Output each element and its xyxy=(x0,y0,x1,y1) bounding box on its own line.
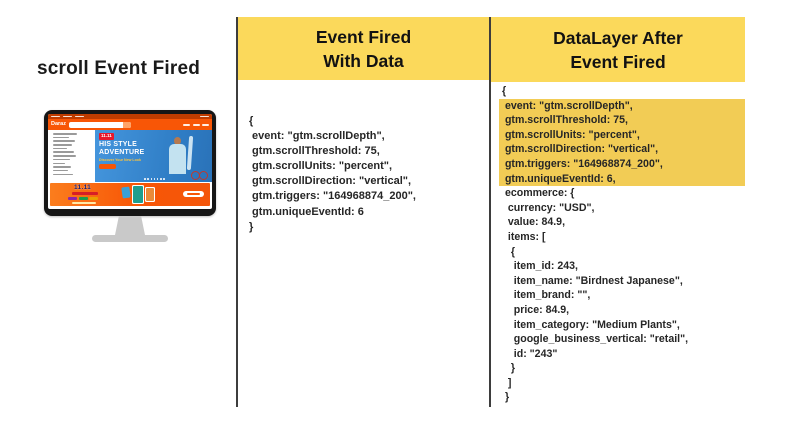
monitor-mockup: Daraz xyxy=(44,110,216,242)
code-line: item_category: "Medium Plants", xyxy=(502,318,680,331)
column-divider xyxy=(236,17,238,407)
code-line: } xyxy=(502,391,510,404)
code-line: gtm.scrollDirection: "vertical", xyxy=(249,175,412,188)
carousel-dots xyxy=(144,178,165,180)
code-line: gtm.scrollUnits: "percent", xyxy=(499,127,745,143)
code-line: event: "gtm.scrollDepth", xyxy=(249,130,385,143)
category-link xyxy=(53,133,77,135)
monitor-base xyxy=(92,235,168,242)
promo-ribbon xyxy=(72,192,98,195)
header-action xyxy=(183,123,190,126)
header-action xyxy=(192,123,200,126)
code-line: gtm.scrollThreshold: 75, xyxy=(499,113,745,128)
product-image xyxy=(121,186,131,199)
search-bar xyxy=(68,121,131,128)
category-link xyxy=(53,136,69,139)
header-action xyxy=(202,123,209,126)
topbar-link xyxy=(200,115,209,118)
event-fired-code: { event: "gtm.scrollDepth", gtm.scrollTh… xyxy=(249,114,416,235)
monitor-stand xyxy=(115,216,145,235)
header-text-line: With Data xyxy=(323,50,404,71)
product-image xyxy=(132,185,144,204)
surfboard-graphic xyxy=(186,135,194,171)
category-link xyxy=(53,166,71,168)
promo-caption xyxy=(72,201,96,204)
code-line: gtm.scrollDirection: "vertical", xyxy=(499,142,745,157)
promo-chip xyxy=(68,196,77,200)
model-photo xyxy=(169,144,186,174)
promo-button xyxy=(183,191,204,197)
topbar-links-left xyxy=(51,115,84,118)
header-text-line: DataLayer After xyxy=(553,27,683,48)
category-link xyxy=(53,140,75,142)
model-photo xyxy=(174,137,181,145)
hero-headline: HIS STYLE ADVENTURE xyxy=(99,141,145,156)
sale-badge: 11.11 xyxy=(99,133,114,140)
header-text-line: Event Fired xyxy=(570,51,666,72)
code-line: id: "243" xyxy=(502,347,558,360)
code-line: item_id: 243, xyxy=(502,260,578,273)
header-actions xyxy=(183,123,209,126)
topbar-links-right xyxy=(200,115,209,118)
code-line: google_business_vertical: "retail", xyxy=(502,333,689,346)
code-line: gtm.scrollThreshold: 75, xyxy=(249,145,380,158)
header-text-line: Event Fired xyxy=(315,26,412,47)
code-line: { xyxy=(502,85,507,97)
code-line: ] xyxy=(502,376,512,389)
code-line: value: 84.9, xyxy=(502,216,566,229)
promo-chip xyxy=(89,196,98,200)
code-line: gtm.triggers: "164968874_200", xyxy=(249,190,416,203)
column-divider xyxy=(489,17,491,407)
website-topbar xyxy=(48,114,212,119)
category-link xyxy=(53,162,65,164)
search-button xyxy=(122,121,131,128)
right-column-header: DataLayer After Event Fired xyxy=(491,17,745,82)
code-line: item_name: "Birdnest Japanese", xyxy=(502,274,683,287)
code-line: event: "gtm.scrollDepth", xyxy=(499,98,745,114)
daraz-logo: Daraz xyxy=(51,120,66,127)
code-line: } xyxy=(502,362,515,375)
code-line: ecommerce: { xyxy=(502,187,575,200)
code-line: { xyxy=(249,115,254,127)
product-image xyxy=(145,187,155,202)
code-line: gtm.scrollUnits: "percent", xyxy=(249,160,393,173)
code-line: items: [ xyxy=(502,230,546,243)
topbar-link xyxy=(51,115,60,118)
hero-subline: Discover Your New Look xyxy=(99,158,142,162)
monitor-screen: Daraz xyxy=(44,110,216,216)
page-title: scroll Event Fired xyxy=(37,58,201,79)
category-link xyxy=(53,151,74,153)
bicycle-graphic xyxy=(199,171,208,180)
category-link xyxy=(53,158,70,161)
code-line: item_brand: "", xyxy=(502,289,591,302)
category-link xyxy=(53,169,68,172)
code-line: price: 84.9, xyxy=(502,303,570,316)
category-sidebar xyxy=(48,130,95,182)
code-line: currency: "USD", xyxy=(502,201,595,214)
code-line: gtm.uniqueEventId: 6 xyxy=(249,205,364,218)
promo-sale-logo: 11.11 xyxy=(74,184,92,191)
code-line: gtm.triggers: "164968874_200", xyxy=(499,156,745,172)
code-line: { xyxy=(502,245,515,258)
middle-column-header: Event Fired With Data xyxy=(238,17,489,80)
promo-chip xyxy=(78,196,88,200)
datalayer-code: { event: "gtm.scrollDepth", gtm.scrollTh… xyxy=(499,84,745,405)
bicycle-graphic xyxy=(191,171,200,180)
hero-cta-button xyxy=(99,164,116,169)
category-link xyxy=(53,147,67,150)
topbar-link xyxy=(63,115,72,118)
category-link xyxy=(53,173,73,176)
website-header: Daraz xyxy=(48,119,212,130)
category-link xyxy=(53,155,76,157)
code-line: gtm.uniqueEventId: 6, xyxy=(499,171,745,187)
category-link xyxy=(53,144,72,146)
hero-banner: 11.11 HIS STYLE ADVENTURE Discover Your … xyxy=(95,130,212,182)
topbar-link xyxy=(75,115,84,118)
code-line: } xyxy=(249,220,254,233)
website-screenshot: Daraz xyxy=(48,114,212,209)
promo-banner: 11.11 xyxy=(50,183,210,206)
